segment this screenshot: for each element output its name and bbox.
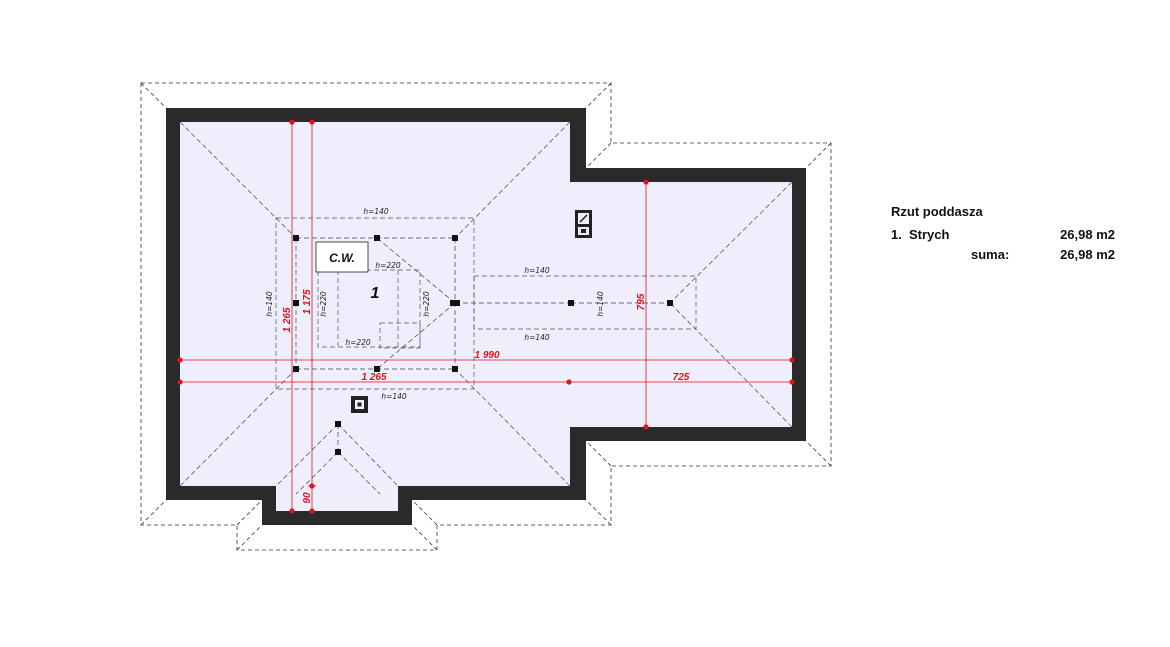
height-label-wing-vertical: h=140 <box>596 291 605 317</box>
height-label-mid-lower: h=220 <box>345 338 371 347</box>
dimension-dots <box>177 119 795 514</box>
dimension-left-width: 1 265 <box>361 372 386 383</box>
total-label: suma: <box>971 247 1010 262</box>
legend-room-row: 1. Strych 26,98 m2 <box>891 227 1131 247</box>
area-legend: Rzut poddasza 1. Strych 26,98 m2 suma: 2… <box>891 204 1131 267</box>
height-label-right-inner: h=220 <box>422 291 431 317</box>
height-label-bottom: h=140 <box>381 392 407 401</box>
room-area: 26,98 m2 <box>1060 227 1115 242</box>
height-label-left-inner: h=220 <box>319 291 328 317</box>
overhang-corner-lines <box>140 82 832 551</box>
height-label-wing-top: h=140 <box>524 266 550 275</box>
legend-total-row: suma: 26,98 m2 <box>891 247 1131 267</box>
height-zones <box>275 217 697 390</box>
dimension-wing-height: 795 <box>636 293 647 310</box>
dimension-bay-depth: 90 <box>302 492 313 504</box>
ridge-markers <box>293 235 673 455</box>
boiler-label: C.W. <box>329 251 355 265</box>
dimension-left-height-inner: 1 175 <box>302 289 313 314</box>
room-number-label: 1. <box>891 227 902 242</box>
dimension-total-width: 1 990 <box>474 350 499 361</box>
room-name: Strych <box>909 227 950 242</box>
dimension-lines <box>180 122 792 511</box>
dimension-right-width: 725 <box>673 372 690 383</box>
height-label-wing-bottom: h=140 <box>524 333 550 342</box>
chimney-icon <box>351 396 368 413</box>
height-label-top: h=140 <box>363 207 389 216</box>
total-area: 26,98 m2 <box>1060 247 1115 262</box>
height-label-mid-upper: h=220 <box>375 261 401 270</box>
height-label-left-vertical: h=140 <box>265 291 274 317</box>
dimension-left-height-outer: 1 265 <box>282 307 293 332</box>
room-number: 1 <box>371 285 380 302</box>
boiler-box <box>315 241 369 273</box>
legend-title: Rzut poddasza <box>891 204 983 219</box>
floor-area <box>180 122 792 511</box>
ventilation-icon <box>575 210 592 238</box>
